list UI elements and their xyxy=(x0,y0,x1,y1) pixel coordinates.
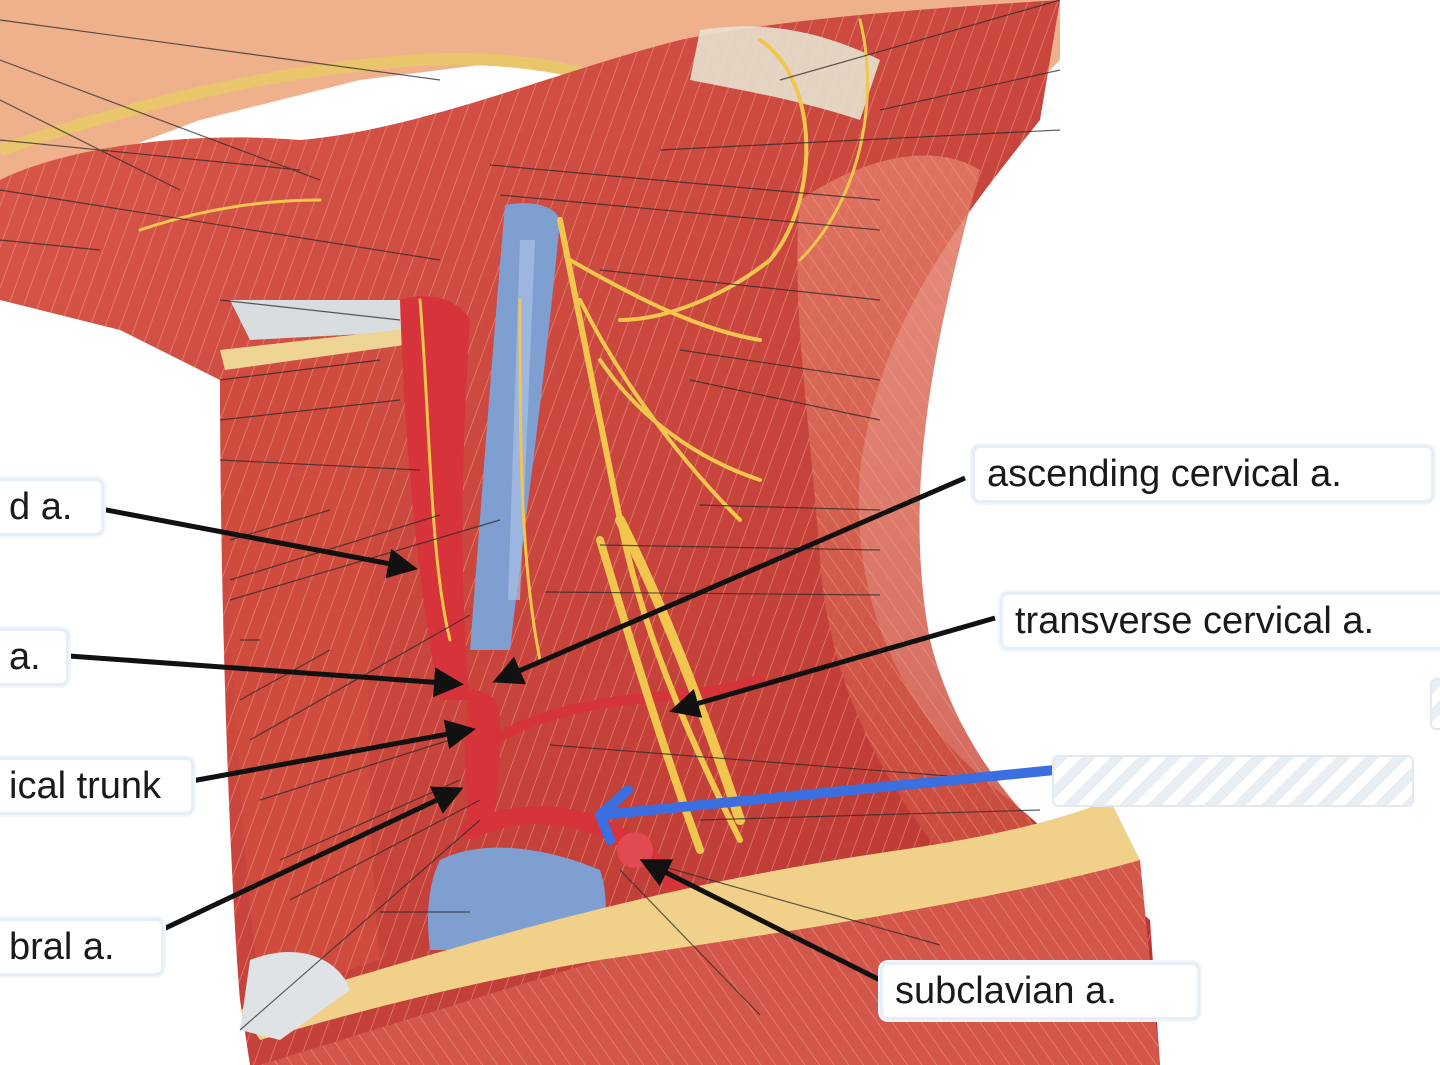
thyrocervical-trunk xyxy=(465,690,500,830)
label-left-3: ical trunk xyxy=(0,757,194,815)
arrow-to-vertebral xyxy=(153,786,464,936)
arrow-to-subclavian xyxy=(639,859,892,988)
mastoid-tendon xyxy=(690,26,880,120)
highlight-arrow xyxy=(595,765,1060,845)
hyoid-tendon xyxy=(220,325,440,370)
blank-answer-box[interactable] xyxy=(1052,755,1414,807)
label-transverse-cervical-artery: transverse cervical a. xyxy=(1000,592,1440,650)
common-carotid-artery xyxy=(400,296,470,700)
arrow-to-carotid xyxy=(79,502,418,579)
transverse-cervical-artery xyxy=(490,675,765,745)
hyoid-bone xyxy=(230,300,440,340)
arrow-to-thyrocervical xyxy=(169,719,476,788)
pointer-arrows xyxy=(54,475,996,988)
sternocleidomastoid-fibers xyxy=(797,155,1120,921)
mandible-outline xyxy=(0,53,642,156)
arrow-to-transverse-cervical xyxy=(669,615,996,718)
leader-lines xyxy=(0,0,1061,1031)
sternum-bone xyxy=(240,951,350,1040)
arrow-to-ascending-cervical xyxy=(492,475,966,685)
subclavian-origin xyxy=(617,832,653,868)
label-ascending-cervical-artery: ascending cervical a. xyxy=(972,445,1434,503)
clavicle-band xyxy=(240,800,1140,1040)
arrow-to-artery-2 xyxy=(54,652,464,698)
blank-answer-box-edge[interactable] xyxy=(1430,678,1440,730)
label-left-4: bral a. xyxy=(0,918,164,976)
label-left-2: a. xyxy=(0,628,69,686)
label-subclavian-artery: subclavian a. xyxy=(880,962,1200,1020)
brachial-plexus-nerves xyxy=(138,18,869,854)
label-left-1: d a. xyxy=(0,478,104,536)
